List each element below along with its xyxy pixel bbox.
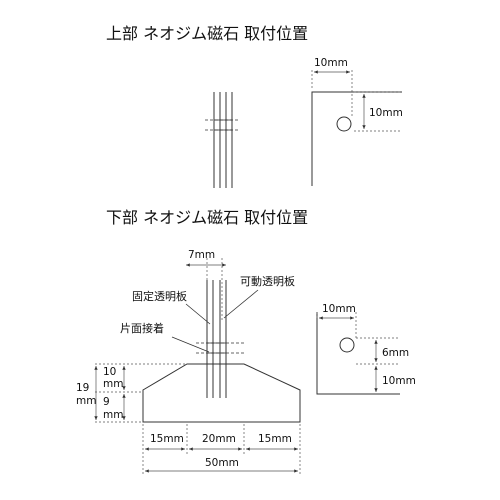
label-fixed-plate: 固定透明板	[132, 289, 187, 303]
height-dimensions	[94, 363, 187, 423]
top-dim-width: 10mm	[314, 57, 348, 69]
side-height-dim: 10mm	[382, 375, 416, 387]
top-title: 上部 ネオジム磁石 取付位置	[106, 24, 308, 43]
base-block	[142, 363, 301, 423]
total-height-unit: mm	[76, 395, 96, 407]
top-dimension-lines	[311, 70, 400, 132]
base-center-dim: 20mm	[202, 433, 236, 445]
base-left-dim: 15mm	[150, 433, 184, 445]
top-dim-height: 10mm	[369, 107, 403, 119]
leader-adhesive	[171, 336, 210, 353]
top-plates-side-view	[213, 92, 233, 188]
bottom-magnet-circle	[339, 337, 355, 353]
leader-fixed	[185, 303, 211, 325]
upper-height-num: 10	[103, 366, 116, 378]
top-magnet-marks	[205, 119, 238, 131]
leader-movable	[223, 289, 259, 319]
bottom-plates	[206, 280, 227, 398]
label-one-side-adhesive: 片面接着	[120, 321, 164, 335]
gap-dimension	[186, 258, 226, 320]
side-dimension-lines	[316, 312, 400, 392]
bottom-magnet-marks	[196, 342, 244, 354]
bottom-plate-corner	[316, 312, 400, 395]
side-gap-dim: 6mm	[382, 347, 409, 359]
top-magnet-circle	[336, 116, 352, 132]
gap-dim-label: 7mm	[188, 249, 215, 261]
lower-height-num: 9	[103, 396, 110, 408]
base-right-dim: 15mm	[258, 433, 292, 445]
total-height-num: 19	[76, 382, 89, 394]
bottom-title: 下部 ネオジム磁石 取付位置	[106, 208, 308, 227]
upper-height-unit: mm	[103, 378, 123, 390]
lower-height-unit: mm	[103, 409, 123, 421]
label-movable-plate: 可動透明板	[240, 274, 295, 288]
side-width-dim: 10mm	[322, 303, 356, 315]
width-dimensions	[142, 424, 301, 475]
base-total-dim: 50mm	[205, 457, 239, 469]
